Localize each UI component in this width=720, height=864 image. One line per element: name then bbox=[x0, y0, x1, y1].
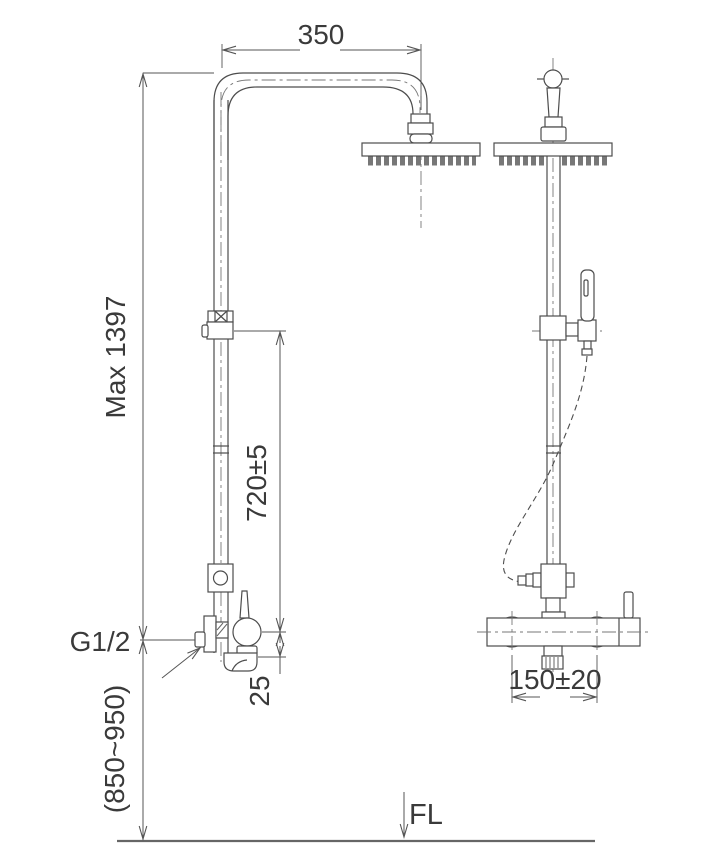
shower-arm bbox=[213, 72, 428, 160]
rain-head-front bbox=[493, 69, 613, 166]
outlet-spout bbox=[543, 645, 563, 657]
handshower-holder bbox=[577, 319, 597, 342]
handle-knob bbox=[232, 617, 262, 647]
diverter-connector-side bbox=[207, 563, 234, 593]
temperature-lever bbox=[623, 591, 634, 619]
dim-max-1397: Max 1397 bbox=[100, 72, 214, 641]
slider-bracket-front bbox=[532, 315, 602, 342]
dim-outlet-25: 25 bbox=[244, 631, 286, 707]
dim-install-850-950: (850~950) bbox=[99, 639, 148, 841]
shower-hose bbox=[502, 355, 588, 583]
wall-inlet bbox=[194, 631, 206, 648]
side-view bbox=[194, 72, 481, 672]
dim-riser-720-label: 720±5 bbox=[241, 444, 272, 522]
label-g12: G1/2 bbox=[70, 626, 202, 679]
dim-arm-350-label: 350 bbox=[298, 19, 345, 50]
hose-nipple bbox=[517, 575, 527, 586]
dim-riser-720: 720±5 bbox=[234, 330, 286, 633]
dim-install-label: (850~950) bbox=[99, 685, 130, 813]
dim-outlet-25-label: 25 bbox=[244, 675, 275, 706]
mixer-valve-side bbox=[194, 590, 262, 672]
hand-shower bbox=[580, 269, 595, 356]
arm-end-circle bbox=[543, 69, 563, 89]
diverter-front bbox=[517, 563, 575, 620]
pipe-joint-front bbox=[546, 445, 561, 454]
dim-arm-350: 350 bbox=[221, 19, 422, 110]
front-view bbox=[477, 58, 651, 672]
mixer-lever-side bbox=[239, 590, 250, 619]
g12-label: G1/2 bbox=[70, 626, 131, 657]
dim-max-1397-label: Max 1397 bbox=[100, 296, 131, 419]
g12-leader bbox=[161, 646, 202, 679]
pipe-joint-side bbox=[213, 445, 229, 454]
rain-head-side bbox=[361, 96, 481, 228]
label-fl: FL bbox=[399, 792, 443, 839]
wall-plate-side bbox=[203, 615, 217, 653]
fl-label: FL bbox=[409, 799, 443, 831]
connector-screw bbox=[212, 570, 229, 586]
bracket-knob-side bbox=[201, 324, 209, 338]
dim-inlet-150: 150±20 bbox=[508, 655, 602, 703]
slider-bracket-side bbox=[201, 310, 234, 340]
mixer-valve-front bbox=[477, 591, 651, 670]
dim-inlet-150-label: 150±20 bbox=[508, 664, 601, 695]
